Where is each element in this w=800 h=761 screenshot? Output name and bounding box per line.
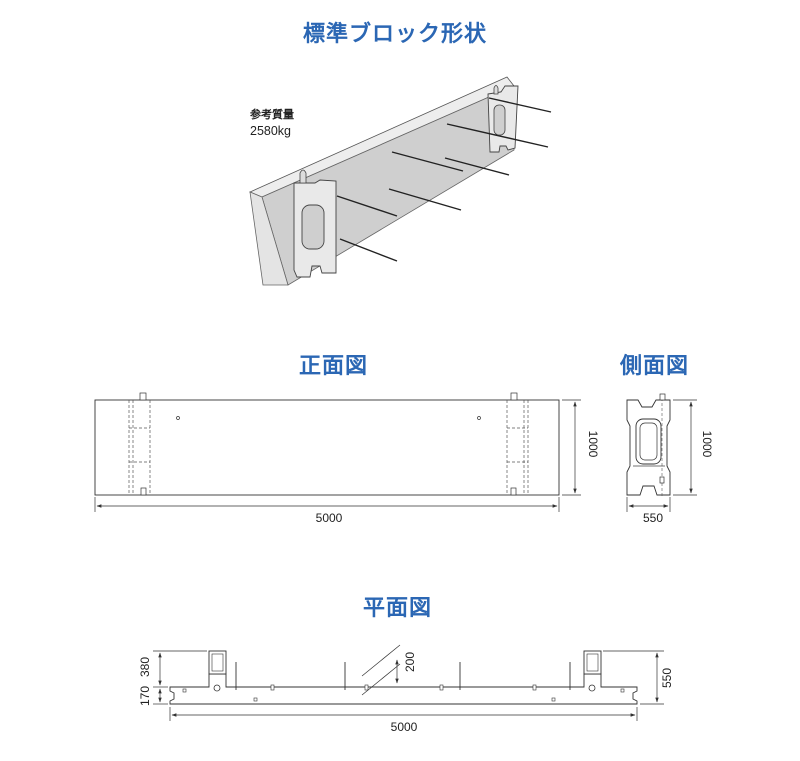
- plan-small-marks: [182, 684, 625, 702]
- rear-connector-slot: [493, 104, 506, 136]
- heading-standard-block-shape: 標準ブロック形状: [303, 22, 488, 47]
- side-dimensions: [626, 399, 697, 512]
- heading-side-view: 側面図: [620, 354, 690, 379]
- front-anchor-right: [477, 416, 481, 420]
- front-width-dim: 5000: [316, 511, 343, 525]
- front-connector-slot: [301, 204, 325, 250]
- front-right-bracket-hidden: [506, 400, 529, 495]
- side-slot-outer: [635, 418, 662, 465]
- front-height-dim: 1000: [586, 431, 600, 458]
- side-view: [626, 393, 671, 496]
- plan-left-bracket: [208, 650, 227, 675]
- plan-right-bracket-inner: [586, 653, 599, 672]
- side-slot-inner: [639, 422, 658, 461]
- front-anchor-left: [176, 416, 180, 420]
- front-outline: [94, 399, 560, 496]
- plan-left-bracket-inner: [211, 653, 224, 672]
- reference-weight-value: 2580kg: [250, 124, 291, 138]
- side-width-dim: 550: [643, 511, 663, 525]
- front-dimensions: [94, 399, 581, 512]
- plan-view: [169, 650, 638, 705]
- side-hook: [659, 393, 666, 401]
- plan-right-hole: [588, 684, 596, 692]
- front-lifting-hook: [299, 169, 307, 184]
- plan-tie-200-dim: 200: [403, 652, 417, 672]
- plan-offset-170-dim: 170: [138, 686, 152, 706]
- plan-right-bracket: [583, 650, 602, 675]
- plan-left-hole: [213, 684, 221, 692]
- block-end-face: [249, 191, 289, 286]
- front-left-foot-mark: [140, 487, 147, 496]
- heading-plan-view: 平面図: [363, 596, 433, 621]
- tie-bars: [336, 97, 552, 262]
- front-left-bracket-hidden: [128, 400, 151, 495]
- plan-dimensions: [153, 644, 664, 721]
- plan-width-dim: 5000: [391, 720, 418, 734]
- side-height-dim: 1000: [700, 431, 714, 458]
- front-right-foot-mark: [510, 487, 517, 496]
- rear-lifting-hook: [493, 85, 499, 95]
- plan-tie-posts: [235, 662, 571, 690]
- side-foot-mark: [659, 476, 665, 484]
- perspective-block: [248, 76, 552, 286]
- plan-offset-380-dim: 380: [138, 657, 152, 677]
- plan-depth-dim: 550: [660, 668, 674, 688]
- plan-outline: [169, 673, 638, 705]
- heading-front-view: 正面図: [299, 354, 369, 379]
- front-left-hook: [139, 392, 147, 401]
- front-right-hook: [510, 392, 518, 401]
- front-view: [94, 392, 560, 496]
- reference-weight-label: 参考質量: [250, 107, 294, 121]
